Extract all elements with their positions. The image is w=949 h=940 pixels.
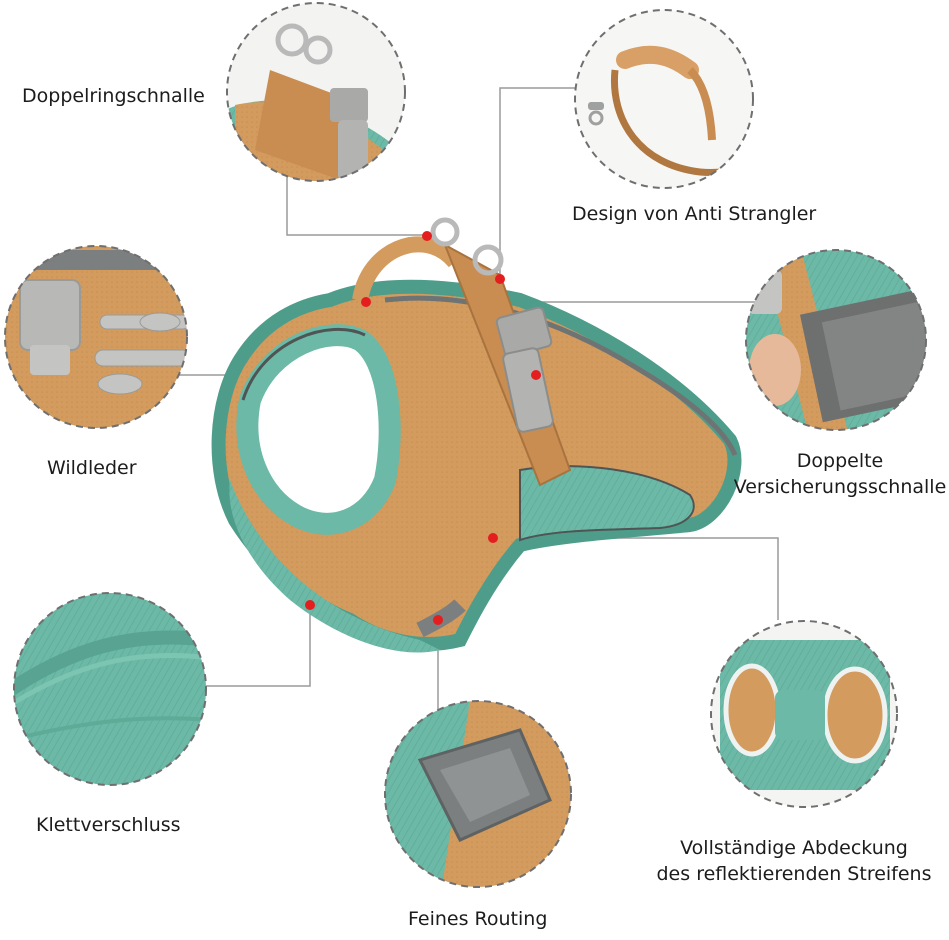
leader-line-doppelring	[286, 177, 423, 236]
marker-anti-strangler	[495, 274, 505, 284]
label-doppelte-versicherungsschnalle: Doppelte Versicherungsschnalle	[731, 448, 949, 500]
label-vollstaendige-line1: Vollständige Abdeckung	[680, 837, 908, 859]
detail-circle-feines-routing	[384, 700, 572, 888]
detail-circle-doppelte	[745, 249, 927, 431]
marker-wildleder	[531, 370, 541, 380]
marker-feines-routing	[433, 615, 443, 625]
label-feines-routing: Feines Routing	[408, 908, 548, 930]
label-wildleder: Wildleder	[47, 457, 137, 479]
leader-line-anti-strangler	[499, 87, 575, 275]
detail-circle-vollstaendige	[710, 620, 898, 808]
detail-circle-doppelring	[226, 2, 406, 182]
label-doppelte-line2: Versicherungsschnalle	[733, 476, 947, 498]
marker-vollstaendige	[488, 533, 498, 543]
marker-klett	[305, 600, 315, 610]
label-anti-strangler: Design von Anti Strangler	[572, 203, 817, 225]
detail-circle-klettverschluss	[13, 592, 207, 786]
leader-line-vollstaendige	[493, 537, 779, 620]
label-vollstaendige-abdeckung: Vollständige Abdeckung des reflektierend…	[644, 835, 944, 887]
feature-markers	[305, 231, 541, 625]
harness-main	[211, 217, 742, 653]
marker-doppelte	[361, 297, 371, 307]
detail-circle-wildleder	[4, 245, 188, 429]
label-doppelringschnalle: Doppelringschnalle	[22, 85, 205, 107]
label-vollstaendige-line2: des reflektierenden Streifens	[656, 863, 932, 885]
label-klettverschluss: Klettverschluss	[36, 814, 181, 836]
marker-doppelring	[422, 231, 432, 241]
detail-circle-anti-strangler	[574, 9, 754, 189]
leader-line-klett	[205, 605, 311, 687]
label-doppelte-line1: Doppelte	[796, 450, 884, 472]
